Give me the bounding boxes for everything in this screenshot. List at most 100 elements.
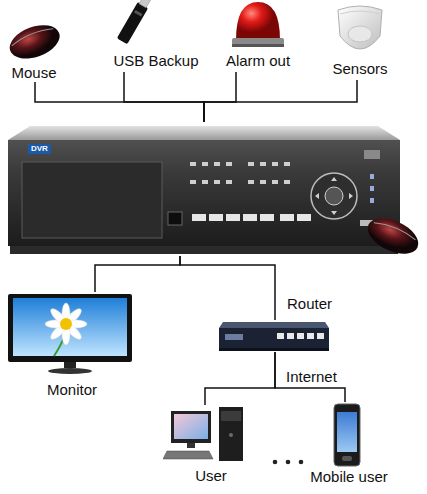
illustration-part (248, 180, 254, 184)
cable-connector (204, 80, 357, 122)
illustration-part (219, 348, 329, 351)
device-illustration (217, 320, 329, 356)
illustration-part (117, 2, 148, 44)
illustration-part (260, 214, 274, 221)
illustration-part (232, 38, 284, 45)
device-illustration (206, 0, 310, 54)
ellipsis-dots (273, 460, 304, 465)
illustration-part (64, 362, 76, 368)
device-label: User (163, 467, 259, 485)
device-illustration (2, 16, 66, 66)
device-illustration (4, 292, 140, 380)
illustration-part (219, 322, 329, 328)
device-node: Router (217, 320, 329, 352)
illustration-part (60, 318, 72, 330)
illustration-part (317, 333, 324, 339)
illustration-part (284, 180, 290, 184)
illustration-part (286, 460, 291, 465)
illustration-part (171, 411, 211, 443)
illustration-part (139, 0, 150, 8)
illustration-part (360, 220, 374, 226)
illustration-part (260, 180, 266, 184)
device-illustration (100, 0, 212, 54)
cable-connector (204, 72, 236, 122)
illustration-part (284, 162, 290, 166)
illustration-part (338, 6, 382, 49)
illustration-part (229, 433, 233, 437)
illustration-part (342, 456, 352, 461)
device-label: Mouse (2, 64, 66, 82)
illustration-part (337, 412, 357, 452)
device-label: Sensors (318, 60, 402, 78)
illustration-part (134, 10, 142, 17)
illustration-part (117, 0, 152, 44)
illustration-part (272, 180, 278, 184)
illustration-part (272, 162, 278, 166)
illustration-part (45, 303, 87, 345)
illustration-part (174, 414, 208, 439)
illustration-part (299, 460, 304, 465)
illustration-part (202, 162, 208, 166)
device-label: USB Backup (100, 52, 212, 70)
illustration-part (277, 333, 284, 339)
illustration-part (232, 44, 284, 47)
device-node: DVR (8, 122, 400, 256)
device-label: Router (287, 295, 332, 313)
illustration-part (348, 26, 372, 42)
device-label: Monitor (4, 381, 140, 399)
device-drawing (2, 16, 66, 62)
illustration-part (13, 298, 127, 356)
cable-connector (95, 256, 180, 292)
illustration-part (190, 162, 290, 184)
illustration-part (48, 368, 92, 374)
illustration-part (225, 334, 243, 340)
illustration-part (315, 177, 353, 215)
device-drawing (206, 0, 310, 50)
device-node: Monitor (4, 292, 140, 400)
illustration-part (221, 411, 241, 421)
illustration-part (307, 333, 314, 339)
device-drawing (100, 0, 212, 50)
illustration-part (277, 333, 324, 339)
device-drawing (217, 320, 329, 352)
cable-connector (275, 352, 345, 402)
illustration-part (219, 328, 329, 348)
illustration-part (260, 162, 266, 166)
device-node: Alarm out (206, 0, 310, 72)
device-illustration (8, 122, 400, 260)
illustration-part (297, 333, 304, 339)
illustration-part (214, 180, 220, 184)
illustration-part (8, 126, 400, 140)
illustration-part (370, 186, 374, 191)
illustration-part (340, 11, 380, 14)
illustration-part (163, 451, 213, 459)
illustration-part (190, 162, 196, 166)
cable-connector (205, 352, 275, 405)
edge-label: Internet (286, 368, 337, 386)
device-drawing (318, 0, 402, 58)
illustration-part (8, 140, 400, 246)
illustration-part (10, 246, 398, 254)
illustration-part (226, 180, 232, 184)
illustration-part (192, 214, 311, 221)
device-drawing (4, 292, 140, 376)
illustration-part (273, 460, 278, 465)
device-node: Mobile user (298, 402, 400, 490)
illustration-part (248, 162, 254, 166)
device-node: USB Backup (100, 0, 212, 72)
device-illustration (163, 405, 259, 469)
illustration-part (202, 180, 208, 184)
illustration-part (187, 443, 195, 448)
device-drawing (163, 405, 259, 465)
illustration-part (8, 294, 132, 362)
illustration-part (219, 407, 243, 461)
device-node: User (163, 405, 259, 489)
device-label: Alarm out (206, 52, 310, 70)
illustration-part (370, 174, 374, 179)
device-node: Sensors (318, 0, 402, 80)
illustration-part (226, 214, 240, 221)
device-illustration (318, 0, 402, 62)
device-label: Mobile user (298, 468, 400, 486)
device-illustration (298, 402, 400, 472)
illustration-part (364, 150, 380, 159)
